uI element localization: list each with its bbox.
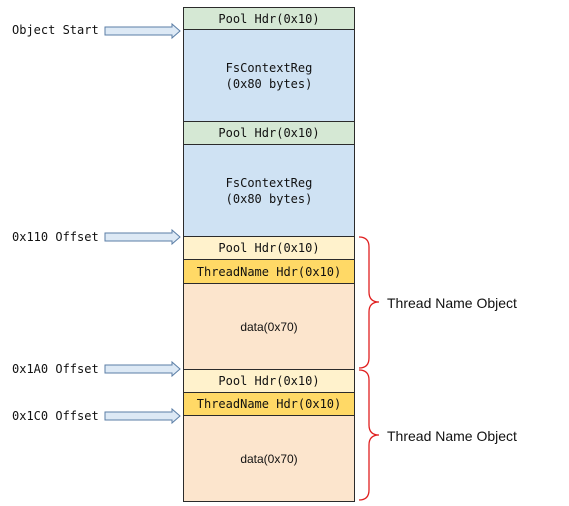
pool-header-label: Pool Hdr(0x10) — [218, 126, 320, 140]
fs-context-reg-label: FsContextReg — [225, 175, 313, 190]
threadname-header-label: ThreadName Hdr(0x10) — [196, 264, 342, 279]
right-arrow-icon — [104, 360, 181, 378]
pool-header-block-4: Pool Hdr(0x10) — [183, 369, 355, 393]
thread-name-object-label-1: Thread Name Object — [387, 295, 517, 311]
data-block-1: data(0x70) — [183, 283, 355, 370]
pool-header-label: Pool Hdr(0x10) — [218, 11, 320, 26]
fs-context-reg-size: (0x80 bytes) — [225, 191, 313, 206]
fs-context-reg-block-2: FsContextReg (0x80 bytes) — [183, 144, 355, 237]
threadname-header-block-1: ThreadName Hdr(0x10) — [183, 259, 355, 284]
data-label: data(0x70) — [240, 319, 298, 334]
right-arrow-icon — [104, 407, 181, 425]
threadname-header-label: ThreadName Hdr(0x10) — [196, 397, 342, 411]
pool-header-label: Pool Hdr(0x10) — [218, 241, 320, 255]
fs-context-reg-label: FsContextReg — [225, 60, 313, 75]
pool-header-block-2: Pool Hdr(0x10) — [183, 121, 355, 145]
pool-header-label: Pool Hdr(0x10) — [218, 374, 320, 388]
data-block-2: data(0x70) — [183, 415, 355, 502]
object-start-label: Object Start — [12, 23, 99, 37]
fs-context-reg-size: (0x80 bytes) — [225, 76, 313, 91]
curly-brace-icon — [358, 369, 380, 501]
offset-0x1a0-label: 0x1A0 Offset — [12, 362, 99, 376]
offset-0x110-label: 0x110 Offset — [12, 230, 99, 244]
curly-brace-icon — [358, 236, 380, 369]
offset-0x1c0-label: 0x1C0 Offset — [12, 409, 99, 423]
fs-context-reg-block-1: FsContextReg (0x80 bytes) — [183, 29, 355, 122]
data-label: data(0x70) — [240, 451, 298, 466]
thread-name-object-label-2: Thread Name Object — [387, 428, 517, 444]
right-arrow-icon — [104, 228, 181, 246]
pool-header-block-3: Pool Hdr(0x10) — [183, 236, 355, 260]
right-arrow-icon — [104, 22, 181, 40]
